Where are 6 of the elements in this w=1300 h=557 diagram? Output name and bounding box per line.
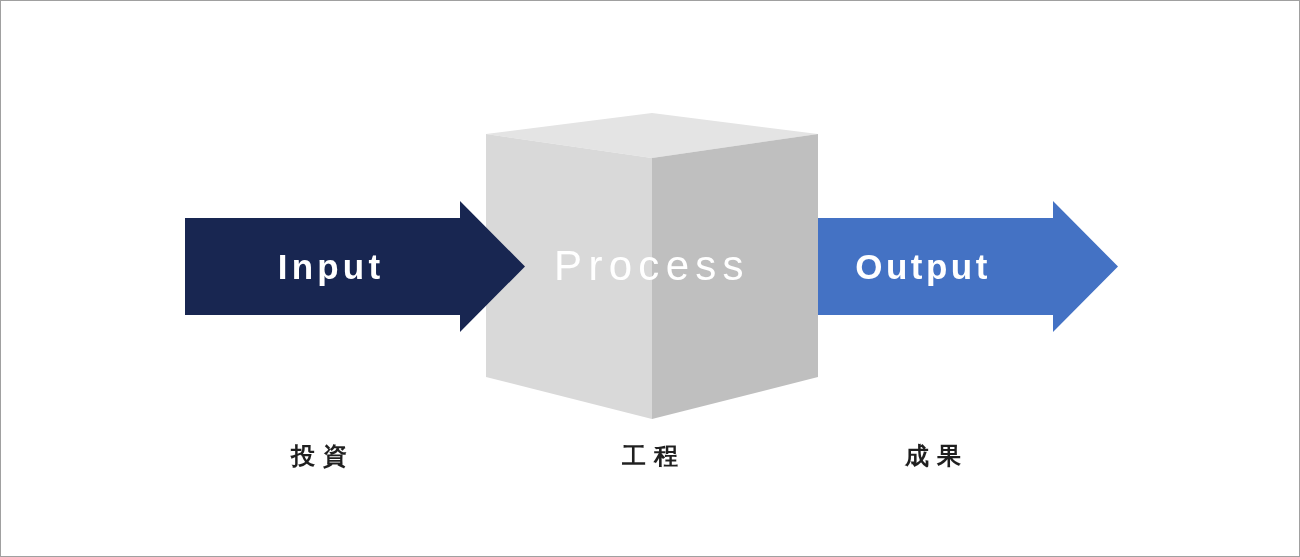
caption: 工程 <box>621 444 685 468</box>
node-label: Output <box>855 248 991 284</box>
node-label: Input <box>277 248 385 284</box>
node-label: Process <box>554 245 750 287</box>
caption: 投資 <box>289 444 354 468</box>
caption: 成果 <box>904 444 968 468</box>
